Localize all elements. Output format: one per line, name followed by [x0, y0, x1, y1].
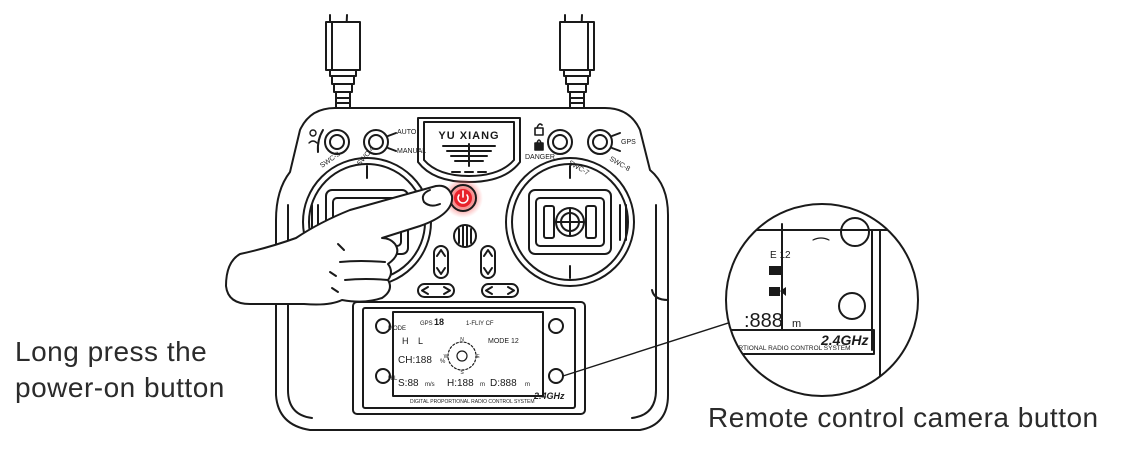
- lcd-distance: D:888: [490, 378, 517, 389]
- lcd-distance-unit: m: [525, 382, 530, 388]
- switch-swc4[interactable]: [363, 129, 397, 155]
- compass-n: N: [460, 337, 464, 343]
- lcd-height-unit: m: [480, 382, 485, 388]
- panel-band: 2.4GHz: [533, 391, 565, 401]
- lcd-flight-mode: 1-FLIY CF: [466, 321, 494, 327]
- label-swc8: SWC-8: [608, 156, 631, 173]
- label-manual: MANUAL: [397, 148, 426, 155]
- right-antenna: [559, 14, 595, 109]
- compass-w: W: [444, 354, 449, 360]
- zoom-camera-button: [838, 292, 866, 320]
- lcd-h-label: H: [402, 336, 409, 346]
- scroll-wheel[interactable]: [453, 224, 477, 248]
- right-vertical-trim[interactable]: [480, 245, 496, 279]
- left-vertical-trim[interactable]: [433, 245, 449, 279]
- lcd-ch-unit: %: [440, 359, 446, 365]
- zoom-video-icon: [769, 287, 786, 296]
- controller-body: [275, 107, 669, 431]
- right-gimbal[interactable]: [505, 157, 635, 287]
- left-antenna: [325, 14, 361, 109]
- label-danger: DANGER: [525, 154, 555, 161]
- lock-icon: [534, 123, 544, 151]
- camera-zoom-view: [725, 203, 919, 397]
- panel-footer: DIGITAL PROPORTIONAL RADIO CONTROL SYSTE…: [410, 399, 535, 405]
- label-auto: AUTO: [397, 129, 417, 136]
- lcd-speed: S:88: [398, 378, 419, 389]
- compass-s: S: [460, 370, 464, 376]
- switch-swc7[interactable]: [547, 129, 573, 155]
- switch-swc8[interactable]: [587, 129, 621, 155]
- left-horizontal-trim[interactable]: [417, 283, 455, 298]
- zoom-photo-icon: [769, 266, 783, 275]
- compass-dial: [447, 341, 477, 371]
- lcd-sat-count: 18: [434, 317, 444, 327]
- lcd-speed-unit: m/s: [425, 382, 435, 388]
- lcd-height: H:188: [447, 378, 474, 389]
- label-swc3: SWC-3: [319, 151, 342, 170]
- zoom-distance: :888: [744, 310, 783, 332]
- finger-pressing: [225, 184, 454, 306]
- power-button[interactable]: [443, 178, 483, 218]
- lcd-ch: CH:188: [398, 355, 432, 366]
- lcd-screen: [392, 311, 544, 397]
- mode-icons: [308, 129, 318, 144]
- lcd-gps: GPS: [420, 321, 433, 327]
- camera-button[interactable]: [548, 368, 564, 384]
- switch-swc3[interactable]: [316, 129, 350, 155]
- compass-e: E: [476, 354, 480, 360]
- zoom-mode: E 12: [770, 250, 791, 261]
- lcd-mode: MODE 12: [488, 338, 519, 345]
- power-button-callout: Long press the power-on button: [15, 336, 225, 403]
- logo-plate: [417, 117, 521, 183]
- label-gps: GPS: [621, 139, 636, 146]
- display-panel: [352, 301, 586, 415]
- zoom-band: 2.4GHz: [820, 332, 868, 348]
- mode-button-label: MODE: [388, 326, 406, 332]
- lcd-l-label: L: [418, 336, 423, 346]
- zoom-distance-unit: m: [792, 318, 801, 330]
- lcd-content: GPS 18 1-FLIY CF MODE 12 H L CH:188 % S:…: [398, 317, 530, 389]
- camera-button-callout: Remote control camera button: [708, 402, 1099, 433]
- right-horizontal-trim[interactable]: [481, 283, 519, 298]
- zoom-footer: OPORTIONAL RADIO CONTROL SYSTEM: [724, 345, 851, 352]
- hl-button-label: H/L: [388, 376, 398, 382]
- brand-name: YU XIANG: [438, 130, 499, 142]
